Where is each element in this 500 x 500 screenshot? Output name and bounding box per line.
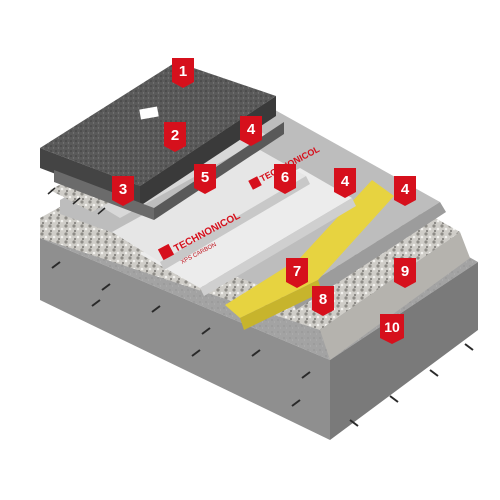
svg-text:7: 7 (293, 263, 301, 280)
callout-tags: 1 2 3 4 5 6 4 4 (112, 58, 416, 344)
callout-1: 1 (172, 58, 194, 88)
callout-9: 9 (394, 258, 416, 288)
svg-text:1: 1 (179, 63, 187, 80)
brand-logo-icon (157, 243, 175, 261)
svg-text:6: 6 (281, 169, 289, 186)
callout-4a: 4 (240, 116, 262, 146)
svg-text:3: 3 (119, 181, 127, 198)
svg-text:4: 4 (247, 121, 256, 138)
callout-4c: 4 (394, 176, 416, 206)
callout-5: 5 (194, 164, 216, 194)
insulation-board-layer: TECHNONICOL XPS CARBON TECHNONICOL (112, 144, 356, 296)
asphalt-cutout (139, 106, 159, 120)
svg-text:10: 10 (384, 319, 400, 335)
callout-4b: 4 (334, 168, 356, 198)
svg-text:8: 8 (319, 291, 327, 308)
callout-6: 6 (274, 164, 296, 194)
brand-logo-icon-2 (248, 176, 262, 190)
callout-7: 7 (286, 258, 308, 288)
callout-8: 8 (312, 286, 334, 316)
svg-text:4: 4 (341, 173, 350, 190)
waterproof-membrane-layer (225, 180, 394, 330)
callout-10: 10 (380, 314, 404, 344)
svg-text:2: 2 (171, 127, 179, 144)
asphalt-top-layer (40, 62, 284, 220)
svg-text:4: 4 (401, 181, 410, 198)
svg-text:5: 5 (201, 169, 209, 186)
callout-2: 2 (164, 122, 186, 152)
svg-text:9: 9 (401, 263, 409, 280)
callout-3: 3 (112, 176, 134, 206)
